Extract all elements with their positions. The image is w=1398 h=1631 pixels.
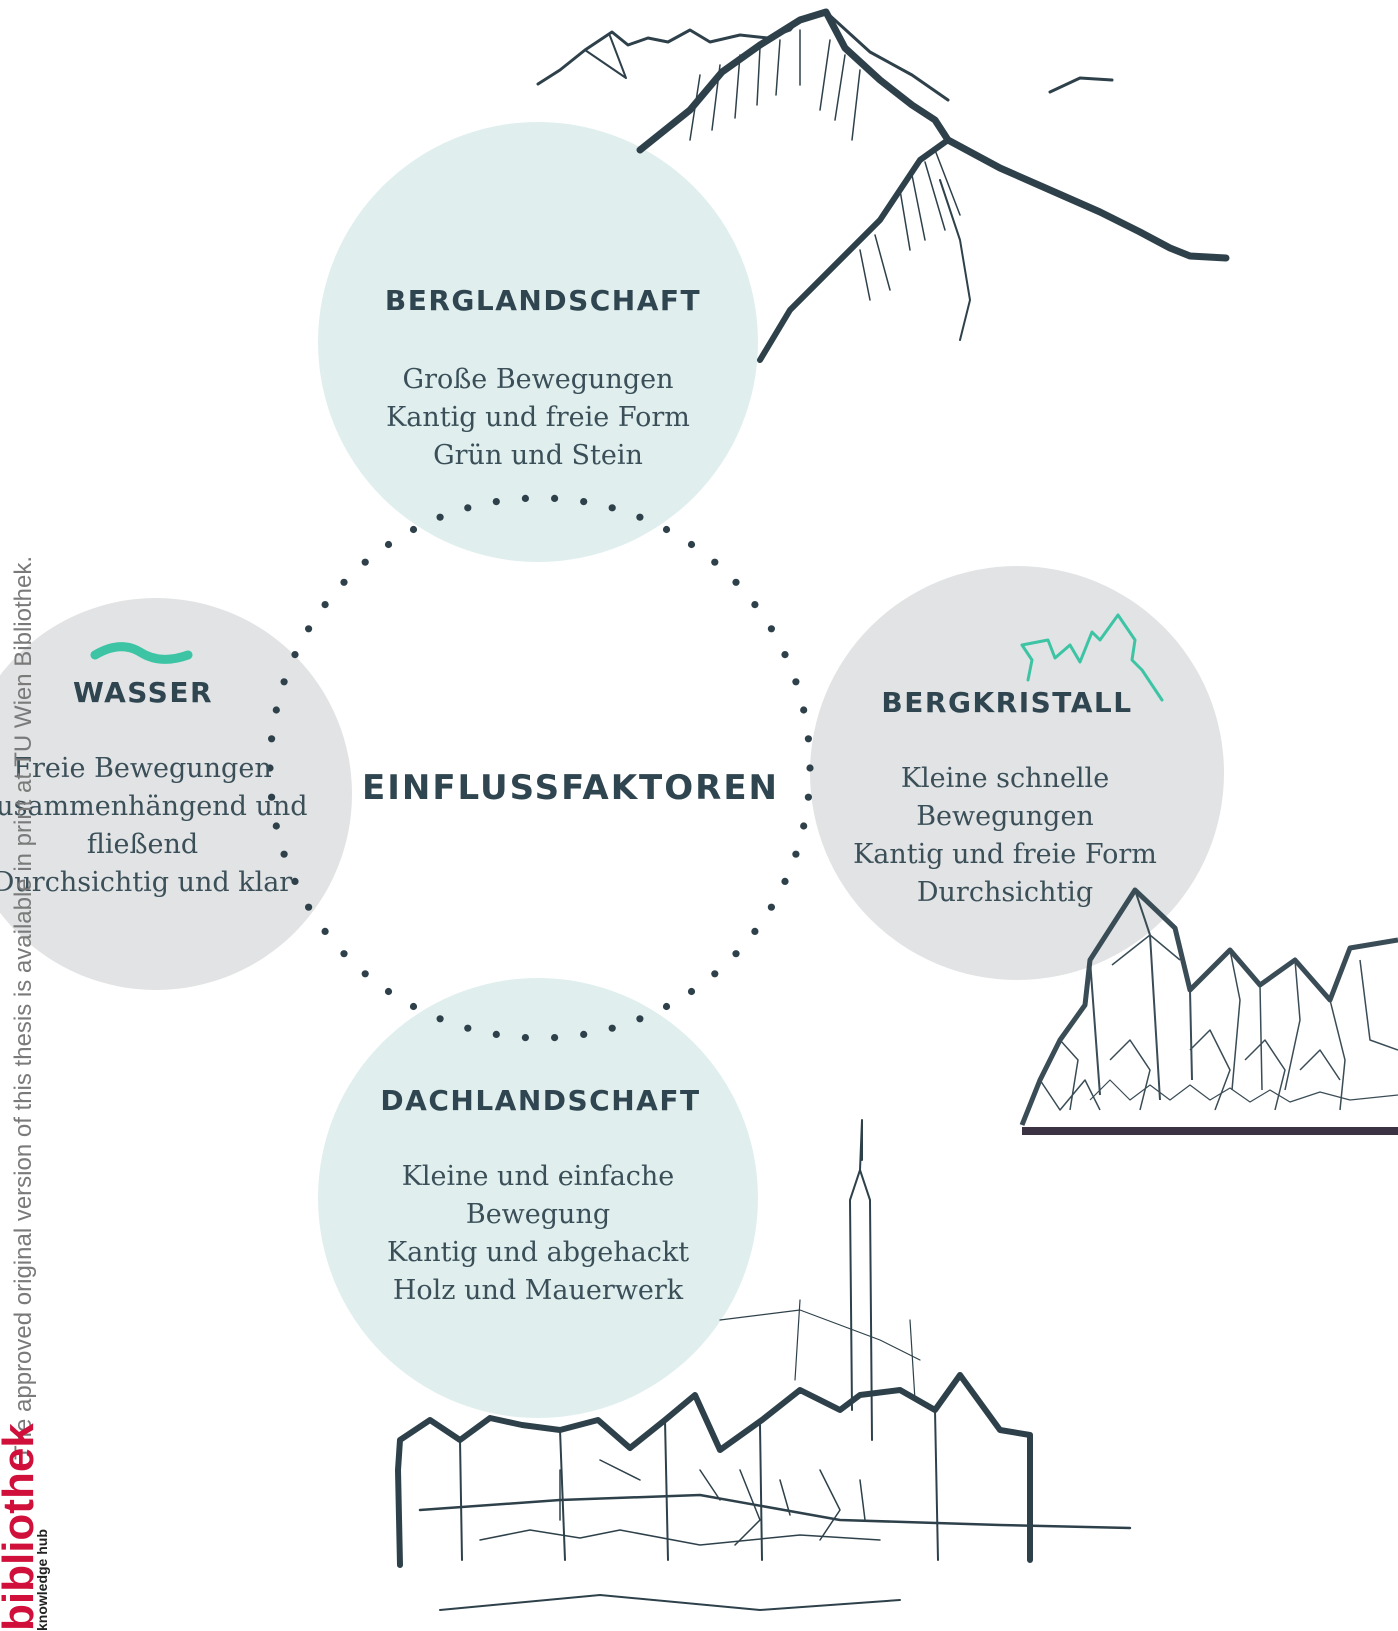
- ring-dot: [268, 793, 276, 801]
- ring-dot: [608, 504, 616, 512]
- ring-dot: [409, 1002, 418, 1011]
- ring-dot: [711, 970, 719, 978]
- ring-dot: [291, 651, 299, 659]
- wasser-line-3: fließend: [86, 829, 199, 860]
- ring-dot: [521, 1034, 530, 1042]
- wasser-heading: WASSER: [72, 676, 214, 709]
- ring-dot: [266, 764, 274, 772]
- ring-dot: [636, 1015, 644, 1023]
- ring-dot: [361, 970, 369, 978]
- wasser-line-1: Freie Bewegungen: [13, 753, 272, 784]
- ring-dot: [687, 987, 696, 996]
- wasser-line-4: Durchsichtig und klar: [0, 867, 293, 898]
- wave-icon: [90, 642, 193, 664]
- ring-dot: [305, 625, 313, 633]
- ring-dot: [751, 927, 759, 936]
- mountain-sketch-icon: [536, 8, 1230, 363]
- ring-dot: [792, 678, 800, 686]
- ring-dot: [732, 578, 740, 586]
- ring-dot: [767, 625, 776, 633]
- ring-dot: [751, 601, 759, 609]
- ring-dot: [492, 1030, 500, 1038]
- mountain-outline-icon: [1020, 613, 1164, 702]
- ring-dot: [800, 822, 808, 830]
- ring-dot: [687, 540, 696, 549]
- ring-dot: [732, 950, 740, 958]
- ring-dot: [551, 494, 559, 502]
- ring-dot: [321, 601, 329, 609]
- berglandschaft-line-1: Große Bewegungen: [402, 364, 674, 395]
- ring-dot: [268, 735, 276, 743]
- ring-dot: [409, 525, 418, 534]
- dachlandschaft-line-3: Kantig und abgehackt: [386, 1237, 690, 1268]
- village-sketch-icon: [395, 1119, 1132, 1611]
- bergkristall-line-3: Kantig und freie Form: [853, 839, 1157, 870]
- ring-dot: [272, 706, 280, 714]
- ring-dot: [608, 1024, 616, 1032]
- ring-dot: [781, 651, 789, 659]
- ring-dot: [806, 764, 814, 772]
- thesis-watermark-text: The approved original version of this th…: [10, 555, 37, 1460]
- ring-dot: [340, 578, 348, 586]
- bergkristall-heading: BERGKRISTALL: [881, 686, 1133, 719]
- ring-dot: [662, 1002, 671, 1011]
- ring-dot: [272, 822, 280, 830]
- wasser-description: Freie Bewegungen Zusammenhängend und fli…: [0, 750, 320, 902]
- ring-dot: [551, 1034, 559, 1042]
- dachlandschaft-line-2: Bewegung: [465, 1199, 611, 1230]
- ring-dot: [280, 678, 288, 686]
- ring-dot: [464, 1024, 472, 1032]
- ring-dot: [321, 927, 329, 936]
- ring-dot: [384, 987, 393, 996]
- ring-dot: [280, 850, 288, 858]
- berglandschaft-line-3: Grün und Stein: [433, 440, 643, 471]
- ring-dot: [792, 850, 800, 858]
- wasser-line-2: Zusammenhängend und: [0, 791, 308, 822]
- ring-dot: [580, 498, 588, 506]
- ring-dot: [305, 903, 313, 911]
- dachlandschaft-circle: [318, 978, 758, 1418]
- bergkristall-line-2: Bewegungen: [916, 801, 1094, 832]
- ring-dot: [580, 1030, 588, 1038]
- crystal-sketch-icon: [1019, 887, 1398, 1135]
- ring-dot: [361, 558, 369, 566]
- dachlandschaft-line-4: Holz und Mauerwerk: [392, 1275, 684, 1306]
- library-logo-subtitle: knowledge hub: [34, 1529, 50, 1631]
- ring-dot: [767, 903, 776, 911]
- dachlandschaft-line-1: Kleine und einfache: [401, 1161, 675, 1192]
- ring-dot: [492, 498, 500, 506]
- ring-dot: [436, 513, 444, 521]
- ring-dot: [711, 558, 719, 566]
- ring-dot: [436, 1015, 444, 1023]
- berglandschaft-circle: [318, 122, 758, 562]
- ring-dot: [662, 525, 671, 534]
- berglandschaft-heading: BERGLANDSCHAFT: [384, 284, 702, 317]
- bergkristall-description: Kleine schnelle Bewegungen Kantig und fr…: [840, 760, 1170, 912]
- dachlandschaft-description: Kleine und einfache Bewegung Kantig und …: [358, 1158, 718, 1310]
- dotted-ring: [266, 494, 814, 1042]
- ring-dot: [636, 513, 644, 521]
- berglandschaft-description: Große Bewegungen Kantig und freie Form G…: [358, 361, 718, 475]
- bergkristall-line-1: Kleine schnelle: [900, 763, 1110, 794]
- dachlandschaft-heading: DACHLANDSCHAFT: [380, 1084, 701, 1117]
- bergkristall-line-4: Durchsichtig: [916, 877, 1094, 908]
- center-title: EINFLUSSFAKTOREN: [362, 768, 780, 808]
- wasser-circle: [0, 598, 352, 990]
- ring-dot: [464, 504, 472, 512]
- ring-dot: [340, 950, 348, 958]
- ring-dot: [804, 793, 813, 801]
- ring-dot: [521, 494, 530, 502]
- ring-dot: [804, 735, 813, 743]
- ring-dot: [800, 706, 808, 714]
- ring-dot: [291, 877, 299, 886]
- berglandschaft-line-2: Kantig und freie Form: [386, 402, 690, 433]
- ring-dot: [384, 540, 393, 549]
- ring-dot: [781, 877, 789, 886]
